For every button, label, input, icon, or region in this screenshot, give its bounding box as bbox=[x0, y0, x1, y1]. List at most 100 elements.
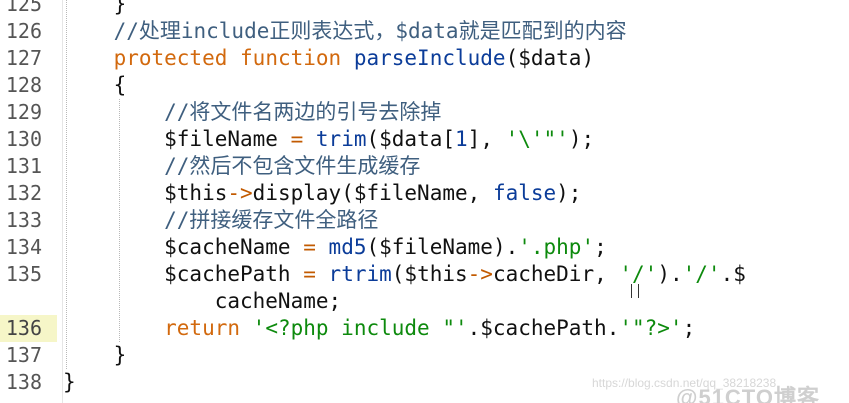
code-token: //将文件名两边的引号去除掉 bbox=[63, 100, 442, 124]
code-text[interactable]: } bbox=[63, 369, 76, 396]
code-text[interactable]: $this->display($fileName, false); bbox=[63, 180, 581, 207]
code-token: . bbox=[467, 316, 481, 340]
code-token: ( bbox=[341, 181, 354, 205]
code-text[interactable]: } bbox=[63, 342, 127, 369]
line-number: 132 bbox=[5, 181, 42, 205]
code-token: ], bbox=[467, 127, 506, 151]
watermark-logo: @51CTO博客 bbox=[676, 385, 820, 403]
code-token: '/' bbox=[682, 262, 721, 286]
code-token: $data bbox=[518, 46, 582, 70]
code-token: trim bbox=[315, 127, 367, 151]
code-line[interactable]: 125 } bbox=[0, 0, 849, 18]
code-line[interactable]: 136 return '<?php include "'.$cachePath.… bbox=[0, 315, 849, 342]
code-text[interactable]: } bbox=[63, 0, 127, 18]
code-token: //拼接缓存文件全路径 bbox=[63, 208, 379, 232]
code-text[interactable]: $cacheName = md5($fileName).'.php'; bbox=[63, 234, 607, 261]
code-token: parseInclude bbox=[353, 46, 506, 70]
line-number: 128 bbox=[5, 73, 42, 97]
line-number: 125 bbox=[5, 0, 42, 16]
code-token: display bbox=[252, 181, 342, 205]
code-line[interactable]: 127 protected function parseInclude($dat… bbox=[0, 45, 849, 72]
code-token: $this bbox=[63, 181, 228, 205]
code-token: false bbox=[492, 181, 557, 205]
code-token: { bbox=[63, 73, 127, 97]
text-cursor-icon bbox=[631, 284, 639, 298]
code-token: '"?>' bbox=[619, 316, 683, 340]
code-token: rtrim bbox=[328, 262, 392, 286]
code-token bbox=[240, 316, 253, 340]
code-token bbox=[291, 262, 304, 286]
code-token: [ bbox=[442, 127, 456, 151]
code-token: '.php' bbox=[518, 235, 595, 259]
code-line[interactable]: 138} bbox=[0, 369, 849, 396]
code-line[interactable]: 126 //处理include正则表达式，$data就是匹配到的内容 bbox=[0, 18, 849, 45]
code-line[interactable]: 132 $this->display($fileName, false); bbox=[0, 180, 849, 207]
code-line[interactable]: 129 //将文件名两边的引号去除掉 bbox=[0, 99, 849, 126]
code-line[interactable]: 134 $cacheName = md5($fileName).'.php'; bbox=[0, 234, 849, 261]
code-token: } bbox=[63, 343, 127, 367]
code-text[interactable]: { bbox=[63, 72, 127, 99]
code-token: = bbox=[303, 235, 316, 259]
code-text[interactable]: //拼接缓存文件全路径 bbox=[63, 207, 378, 234]
code-token: //处理include正则表达式，$data就是匹配到的内容 bbox=[63, 19, 627, 43]
code-line[interactable]: 133 //拼接缓存文件全路径 bbox=[0, 207, 849, 234]
code-token: 1 bbox=[455, 127, 468, 151]
code-token: ( bbox=[366, 235, 380, 259]
line-number bbox=[0, 288, 57, 315]
code-token: = bbox=[290, 127, 304, 151]
code-token: ; bbox=[328, 289, 342, 313]
line-number: 129 bbox=[5, 100, 42, 124]
code-token: $data bbox=[379, 127, 443, 151]
code-token: -> bbox=[467, 262, 493, 286]
code-token: function bbox=[240, 46, 342, 70]
code-text[interactable]: $cachePath = rtrim($this->cacheDir, '/')… bbox=[63, 261, 746, 288]
code-text[interactable]: $fileName = trim($data[1], '\'"'); bbox=[63, 126, 594, 153]
code-token: , bbox=[467, 181, 493, 205]
code-token: '/' bbox=[619, 262, 658, 286]
code-token: return bbox=[63, 316, 241, 340]
code-text[interactable]: //然后不包含文件生成缓存 bbox=[63, 153, 420, 180]
code-text[interactable]: //将文件名两边的引号去除掉 bbox=[63, 99, 441, 126]
code-text[interactable]: protected function parseInclude($data) bbox=[63, 45, 595, 72]
code-token: cacheDir bbox=[492, 262, 595, 286]
code-line[interactable]: 131 //然后不包含文件生成缓存 bbox=[0, 153, 849, 180]
line-number: 130 bbox=[5, 127, 42, 151]
code-token: -> bbox=[227, 181, 253, 205]
code-token: ( bbox=[505, 46, 519, 70]
line-number: 127 bbox=[5, 46, 42, 70]
code-line[interactable]: 130 $fileName = trim($data[1], '\'"'); bbox=[0, 126, 849, 153]
code-line[interactable]: 135 $cachePath = rtrim($this->cacheDir, … bbox=[0, 261, 849, 288]
code-token bbox=[341, 46, 354, 70]
code-token: $fileName bbox=[63, 127, 278, 151]
indent-guide bbox=[66, 0, 67, 369]
code-token: = bbox=[303, 262, 316, 286]
code-token bbox=[316, 262, 329, 286]
code-token: cacheName bbox=[63, 289, 329, 313]
code-token bbox=[316, 235, 329, 259]
code-token: , bbox=[594, 262, 620, 286]
code-token: '<?php include "' bbox=[252, 316, 468, 340]
code-token: } bbox=[63, 370, 76, 394]
line-number: 134 bbox=[5, 235, 42, 259]
code-line[interactable]: 137 } bbox=[0, 342, 849, 369]
code-token: ); bbox=[568, 127, 595, 151]
code-token bbox=[227, 46, 240, 70]
code-token: ( bbox=[366, 127, 380, 151]
code-token: '\'"' bbox=[505, 127, 569, 151]
code-token: ); bbox=[556, 181, 582, 205]
line-number: 131 bbox=[5, 154, 42, 178]
indent-guide bbox=[119, 99, 120, 342]
code-line[interactable]: cacheName; bbox=[0, 288, 849, 315]
code-text[interactable]: cacheName; bbox=[63, 288, 341, 315]
code-text[interactable]: //处理include正则表达式，$data就是匹配到的内容 bbox=[63, 18, 627, 45]
watermark-text: https://blog.csdn.net/qq_38218238 bbox=[592, 376, 777, 390]
code-token: $fileName bbox=[353, 181, 468, 205]
code-token: $cachePath bbox=[63, 262, 291, 286]
code-token bbox=[278, 127, 291, 151]
line-number: 138 bbox=[5, 370, 42, 394]
code-token: $cacheName bbox=[63, 235, 291, 259]
code-text[interactable]: return '<?php include "'.$cachePath.'"?>… bbox=[63, 315, 695, 342]
code-line[interactable]: 128 { bbox=[0, 72, 849, 99]
gutter-divider bbox=[62, 0, 63, 403]
